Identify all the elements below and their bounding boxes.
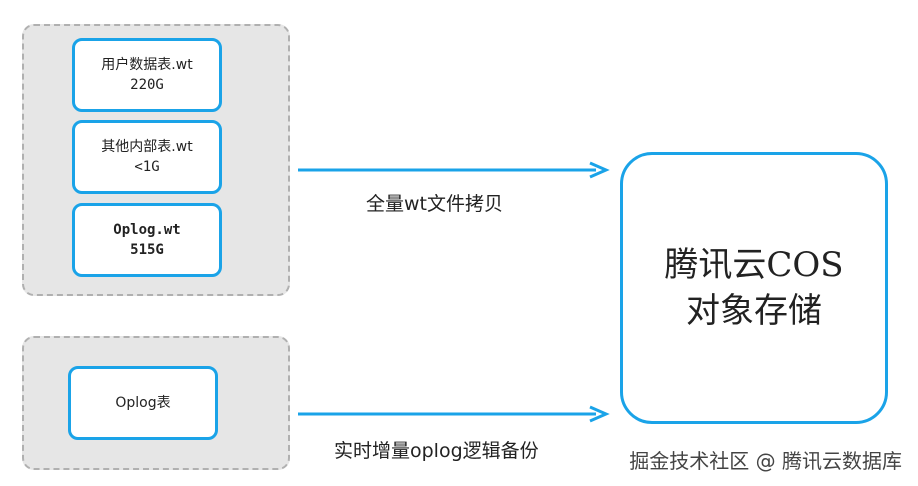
cos-subtitle: 对象存储 <box>686 291 822 331</box>
cos-title: 腾讯云COS <box>664 245 844 285</box>
full-copy-label: 全量wt文件拷贝 <box>366 193 503 215</box>
incremental-backup-arrow <box>298 405 610 423</box>
internal-tables-file-size: <1G <box>134 159 160 175</box>
internal-tables-file-box: 其他内部表.wt <1G <box>72 120 222 194</box>
oplog-table-box: Oplog表 <box>68 366 218 440</box>
watermark: 掘金技术社区 @ 腾讯云数据库 <box>629 449 902 473</box>
oplog-table-label: Oplog表 <box>115 395 171 411</box>
oplog-file-box: Oplog.wt 515G <box>72 203 222 277</box>
user-data-file-size: 220G <box>130 77 164 93</box>
user-data-file-box: 用户数据表.wt 220G <box>72 38 222 112</box>
cos-storage-box: 腾讯云COS 对象存储 <box>620 152 888 424</box>
incremental-backup-label: 实时增量oplog逻辑备份 <box>334 440 539 462</box>
full-copy-arrow <box>298 161 610 179</box>
internal-tables-file-name: 其他内部表.wt <box>101 139 193 155</box>
oplog-file-name: Oplog.wt <box>113 222 181 238</box>
user-data-file-name: 用户数据表.wt <box>101 57 193 73</box>
oplog-file-size: 515G <box>130 242 164 258</box>
